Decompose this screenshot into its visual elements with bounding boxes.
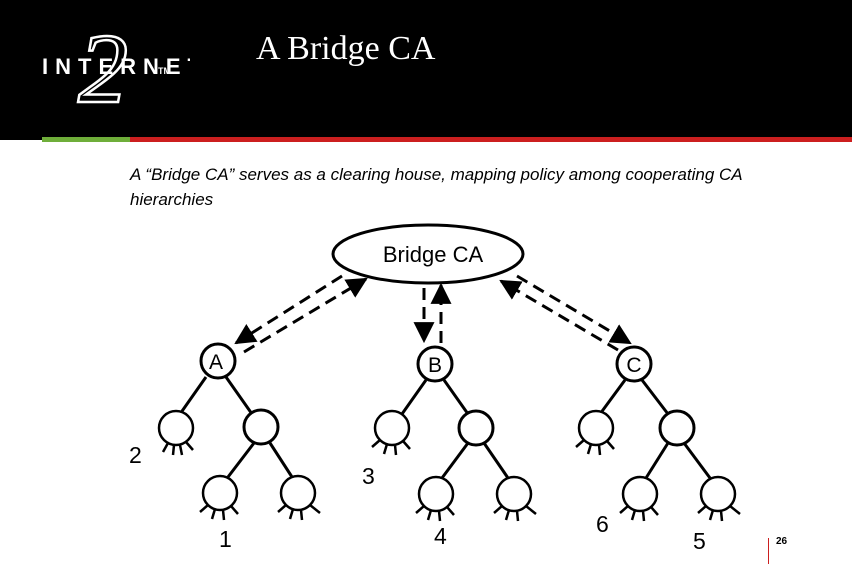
- end-entity-nodes: [157, 409, 741, 522]
- end-entity-a3: [277, 474, 321, 521]
- label-2: 2: [129, 442, 142, 468]
- node-a: A: [199, 342, 237, 380]
- label-6: 6: [596, 511, 609, 537]
- accent-bar-red: [130, 137, 852, 142]
- node-c-right: [658, 409, 696, 447]
- node-b: B: [416, 345, 454, 383]
- end-entity-a2: [199, 474, 239, 521]
- page-number-divider: [768, 538, 769, 564]
- slide-title: A Bridge CA: [256, 30, 436, 67]
- leaf-number-labels: 2 1 3 4 6 5: [129, 442, 706, 554]
- tree-edges: [178, 376, 712, 479]
- node-a-label: A: [209, 351, 223, 374]
- end-entity-b3: [493, 475, 537, 522]
- end-entity-c1: [575, 409, 615, 456]
- page-number: 26: [776, 536, 788, 547]
- bridge-ca-node: Bridge CA: [331, 223, 525, 285]
- node-c: C: [615, 345, 653, 383]
- arrow-a-to-bridge: [243, 277, 368, 354]
- bridge-ca-label: Bridge CA: [383, 242, 484, 267]
- node-a-right: [242, 408, 280, 446]
- svg-text:2: 2: [78, 14, 128, 124]
- logo-trademark: TM: [158, 66, 171, 76]
- header-band: [0, 0, 852, 140]
- node-b-label: B: [428, 354, 442, 377]
- end-entity-c2: [619, 475, 659, 522]
- accent-bar-green: [42, 137, 130, 142]
- node-c-label: C: [626, 354, 641, 377]
- label-4: 4: [434, 523, 447, 549]
- label-5: 5: [693, 528, 706, 554]
- arrow-bridge-to-a: [234, 274, 343, 345]
- arrow-bridge-to-c: [516, 274, 632, 345]
- end-entity-b1: [371, 409, 411, 456]
- bridge-links: [234, 274, 632, 354]
- end-entity-b2: [415, 475, 455, 522]
- end-entity-c3: [697, 475, 741, 522]
- label-1: 1: [219, 526, 232, 552]
- intermediate-nodes: [242, 408, 696, 447]
- slide-subtitle: A “Bridge CA” serves as a clearing house…: [130, 165, 742, 209]
- arrow-c-to-bridge: [499, 279, 619, 352]
- node-b-right: [457, 409, 495, 447]
- end-entity-a1: [157, 409, 195, 456]
- label-3: 3: [362, 463, 375, 489]
